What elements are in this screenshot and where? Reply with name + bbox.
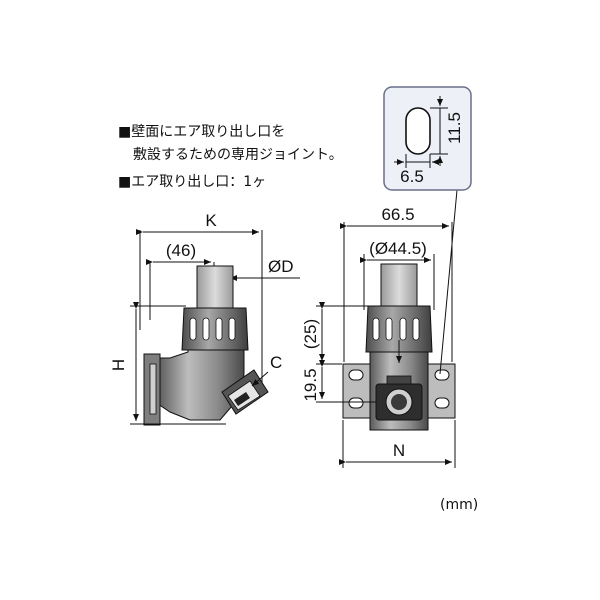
k-label: K: [205, 211, 217, 230]
unit-label: (mm): [440, 497, 479, 513]
diameter-label: (Ø44.5): [369, 239, 427, 258]
k-inner-label: (46): [166, 241, 196, 260]
side-view: K (46) ØD C H: [109, 211, 300, 426]
note-line-3: ■エア取り出し口：1ヶ: [118, 174, 267, 190]
slot-detail-panel: 11.5 6.5: [383, 86, 472, 191]
front-view: 66.5 (Ø44.5) (25): [301, 189, 458, 468]
h-label: H: [109, 359, 128, 371]
c-label: C: [270, 353, 282, 372]
slot-height-label: 11.5: [445, 112, 464, 144]
d-label: ØD: [268, 257, 294, 276]
offset-label: (25): [301, 319, 320, 349]
height-label: 19.5: [301, 368, 320, 401]
note-line-2: 敷設するための専用ジョイント。: [133, 147, 343, 163]
note-line-1: ■壁面にエア取り出し口を: [118, 124, 286, 140]
n-label: N: [393, 441, 405, 460]
slot-width-label: 6.5: [400, 167, 424, 186]
width-label: 66.5: [381, 205, 414, 224]
